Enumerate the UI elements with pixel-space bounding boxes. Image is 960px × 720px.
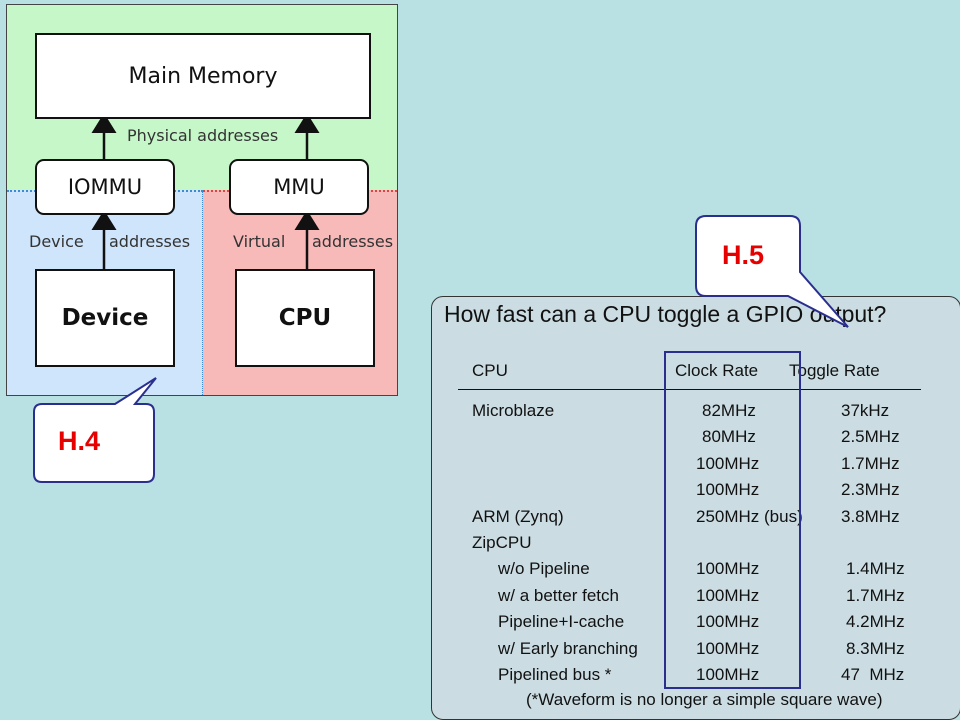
row-clock-rate: 100MHz <box>696 612 760 632</box>
header-cpu: CPU <box>472 361 508 380</box>
virtual-addresses-label: addresses <box>312 232 394 251</box>
clock-rate-highlight <box>664 351 801 689</box>
main-memory-box: Main Memory <box>35 33 371 119</box>
row-cpu-name: ARM (Zynq) <box>472 506 564 526</box>
device-box: Device <box>35 269 175 367</box>
header-toggle-rate: Toggle Rate <box>789 361 880 380</box>
device-addresses-label: addresses <box>109 232 191 251</box>
row-cpu-name: w/ Early branching <box>498 638 638 658</box>
cpu-box: CPU <box>235 269 375 367</box>
row-toggle-rate: 2.5MHz <box>841 427 900 447</box>
row-clock-rate: 100MHz <box>696 585 760 605</box>
callout-h4-bubble <box>33 377 157 483</box>
row-toggle-rate: 37kHz <box>841 401 890 420</box>
row-clock-rate: 80MHz <box>702 427 756 447</box>
physical-addresses-label: Physical addresses <box>127 126 279 145</box>
row-cpu-name: ZipCPU <box>472 533 532 552</box>
row-cpu-name: Pipelined bus * <box>498 665 612 684</box>
row-toggle-rate: 2.3MHz <box>841 480 900 500</box>
row-toggle-rate: 1.4MHz <box>846 559 905 579</box>
iommu-box: IOMMU <box>35 159 175 215</box>
row-toggle-rate: 3.8MHz <box>841 506 900 526</box>
header-divider <box>458 389 921 390</box>
mmu-box: MMU <box>229 159 369 215</box>
row-toggle-rate: 1.7MHz <box>841 453 900 473</box>
row-clock-rate: 100MHz <box>696 559 760 579</box>
diagram-arrows <box>91 113 320 269</box>
row-clock-rate: 82MHz <box>702 401 756 420</box>
row-toggle-rate: 47 MHz <box>841 665 905 684</box>
row-cpu-name: Microblaze <box>472 401 555 420</box>
device-label: Device <box>29 232 84 251</box>
callout-h4-text: H.4 <box>58 426 101 456</box>
row-clock-rate: 250MHz (bus) <box>696 506 803 526</box>
row-clock-rate: 100MHz <box>696 453 760 473</box>
row-clock-rate: 100MHz <box>696 665 760 684</box>
row-cpu-name: w/o Pipeline <box>498 559 590 579</box>
table-footnote: (*Waveform is no longer a simple square … <box>526 690 883 709</box>
row-clock-rate: 100MHz <box>696 638 760 658</box>
callout-h5-text: H.5 <box>722 240 765 270</box>
callout-h5-bubble <box>695 215 849 328</box>
row-toggle-rate: 4.2MHz <box>846 612 905 632</box>
row-cpu-name: Pipeline+I-cache <box>498 612 625 632</box>
row-clock-rate: 100MHz <box>696 480 760 500</box>
callout-h4: H.4 <box>20 370 170 490</box>
virtual-label: Virtual <box>233 232 286 251</box>
row-cpu-name: w/ a better fetch <box>498 585 619 605</box>
callout-h5: H.5 <box>690 212 860 332</box>
row-toggle-rate: 8.3MHz <box>846 638 905 658</box>
header-clock-rate: Clock Rate <box>675 361 759 380</box>
memory-diagram: Main Memory Physical addresses IOMMU MMU… <box>6 4 398 396</box>
row-toggle-rate: 1.7MHz <box>846 585 905 605</box>
gpio-toggle-table-panel: How fast can a CPU toggle a GPIO output?… <box>431 296 960 720</box>
